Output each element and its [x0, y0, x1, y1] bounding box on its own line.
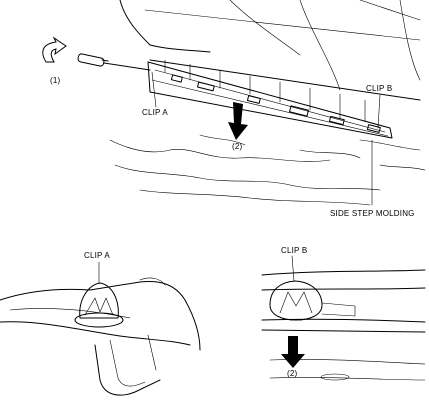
- clip-a-label: CLIP A: [142, 108, 168, 117]
- clip-a-detail-view: [0, 277, 201, 396]
- underbody-detail: [109, 134, 426, 206]
- clip-b-detail-label: CLIP B: [281, 246, 308, 255]
- down-arrow-detail-icon: [281, 336, 305, 368]
- clip-a-detail-label: CLIP A: [84, 251, 110, 260]
- clip-b-detail-leader: [291, 255, 295, 282]
- step-2-detail-label: (2): [287, 369, 298, 378]
- vehicle-body-outline: [119, 0, 421, 101]
- curved-arrow-icon: [42, 36, 67, 63]
- clip-b-leader: [377, 94, 381, 129]
- step-2-label: (2): [232, 142, 243, 151]
- step-1-label: (1): [50, 76, 61, 85]
- screwdriver-icon: [77, 53, 151, 71]
- side-step-molding: [147, 59, 393, 139]
- clip-b-label: CLIP B: [366, 84, 393, 93]
- down-arrow-icon: [228, 102, 248, 140]
- clip-b-detail-view: [261, 269, 426, 381]
- clip-a-leader: [151, 71, 157, 108]
- side-step-molding-label: SIDE STEP MOLDING: [330, 209, 415, 218]
